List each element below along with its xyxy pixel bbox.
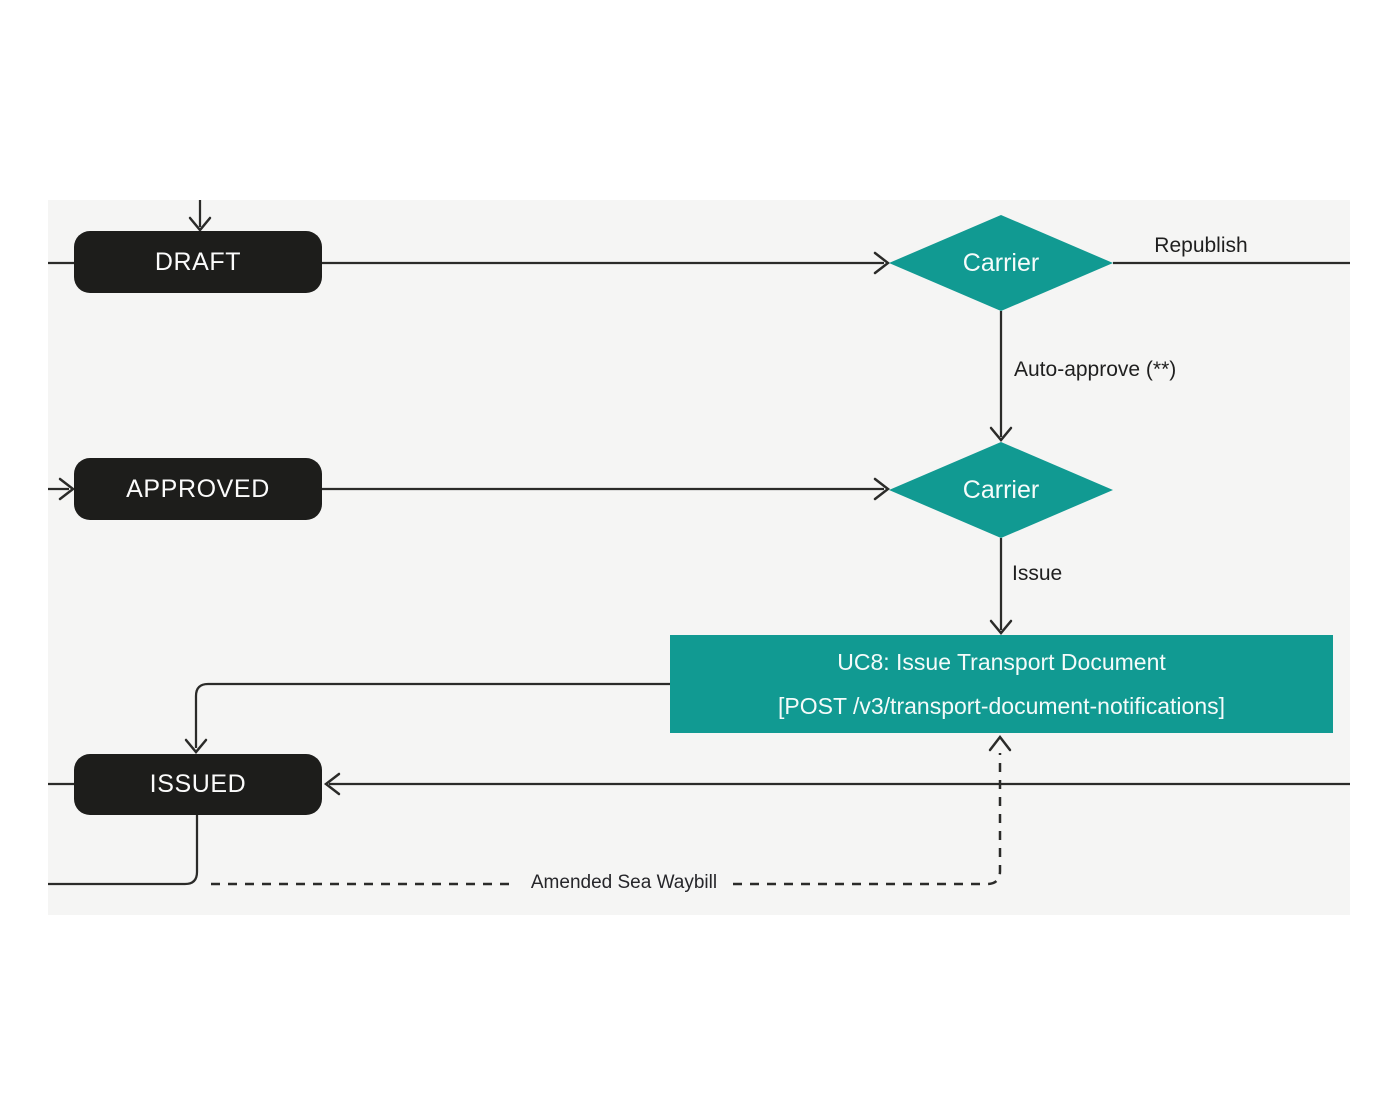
uc8-endpoint: [POST /v3/transport-document-notificatio… [778,693,1225,719]
node-carrier2-label: Carrier [962,475,1040,504]
node-approved: APPROVED [74,458,322,520]
label-issue: Issue [1012,562,1063,585]
node-draft-label: DRAFT [154,247,242,276]
uc8-title: UC8: Issue Transport Document [837,649,1166,675]
node-issued-label: ISSUED [149,770,247,798]
node-uc8-process: UC8: Issue Transport Document [POST /v3/… [670,635,1333,733]
label-amended-sea-waybill: Amended Sea Waybill [530,872,718,893]
label-republish: Republish [1154,234,1248,257]
node-issued: ISSUED [74,754,322,815]
node-carrier1-label: Carrier [962,248,1040,277]
node-draft: DRAFT [74,231,322,293]
label-auto-approve: Auto-approve (**) [1014,358,1177,381]
node-approved-label: APPROVED [126,474,270,503]
